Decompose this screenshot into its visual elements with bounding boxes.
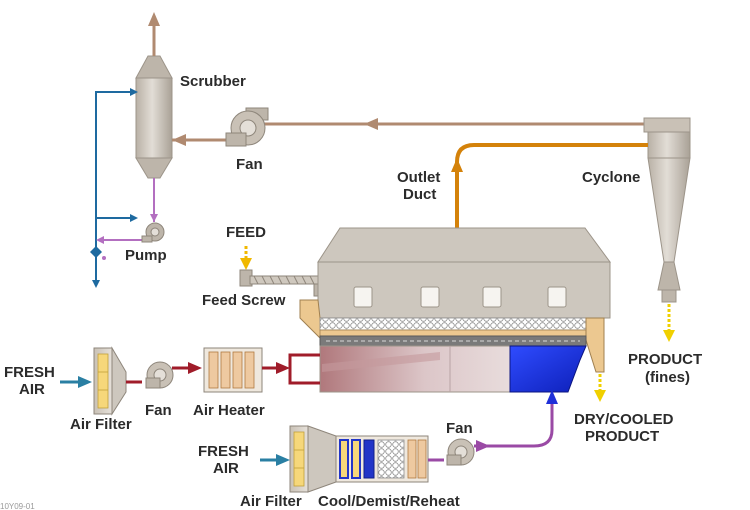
outlet-duct-label-1: Outlet: [397, 169, 440, 186]
hot-air-plenum: [319, 345, 511, 393]
fresh-air-arrow-bottom: [260, 454, 290, 466]
air-heater-label: Air Heater: [193, 402, 265, 419]
cooling-plenum: [509, 345, 587, 393]
fresh-air-left-label-1: FRESH: [4, 364, 55, 381]
fan-top-label: Fan: [236, 156, 263, 173]
exhaust-gas-line: [172, 118, 648, 146]
feed-arrow: [240, 246, 252, 270]
dry-cooled-label-1: DRY/COOLED: [574, 411, 674, 428]
outlet-duct: [451, 143, 648, 228]
fan-left-label: Fan: [145, 402, 172, 419]
air-filter-left-label: Air Filter: [70, 416, 132, 433]
dry-product-arrow: [594, 374, 606, 402]
cyclone-label: Cyclone: [582, 169, 640, 186]
fan-left-icon: [126, 361, 202, 389]
air-heater: [203, 347, 263, 393]
cooling-air-line: [474, 390, 558, 452]
pump-label: Pump: [125, 247, 167, 264]
scrubber-fan-icon: [225, 107, 269, 147]
outlet-duct-label-2: Duct: [403, 186, 436, 203]
product-bed: [319, 317, 589, 337]
fresh-air-bottom-label-1: FRESH: [198, 443, 249, 460]
cool-demist-reheat-unit: [335, 435, 429, 483]
water-recirculation-line: [92, 88, 138, 288]
air-filter-bottom-label: Air Filter: [240, 493, 302, 510]
pump-icon: [141, 222, 165, 243]
scrubber-drain-line: [90, 178, 158, 260]
fines-product-arrow: [663, 304, 675, 342]
fan-bottom-label: Fan: [446, 420, 473, 437]
dry-cooled-label-2: PRODUCT: [585, 428, 659, 445]
dryer-sight-windows: [353, 286, 567, 308]
feed-label: FEED: [226, 224, 266, 241]
fresh-air-arrow-left: [60, 376, 92, 388]
distributor-plate: [319, 335, 587, 347]
product-fines-label-2: (fines): [645, 369, 690, 386]
air-filter-left: [93, 346, 127, 416]
figure-code: 10Y09-01: [0, 502, 35, 510]
scrubber-label: Scrubber: [180, 73, 246, 90]
feed-screw-label: Feed Screw: [202, 292, 286, 309]
fresh-air-bottom-label-2: AIR: [213, 460, 239, 477]
fan-bottom-icon: [428, 438, 475, 466]
cyclone-vessel: [643, 117, 691, 303]
air-filter-bottom: [289, 425, 337, 493]
discharge-weir: [585, 317, 605, 373]
hot-air-line: [262, 353, 320, 385]
fresh-air-left-label-2: AIR: [19, 381, 45, 398]
scrubber-vessel: [135, 55, 173, 179]
feed-chute: [299, 299, 323, 342]
cool-demist-reheat-label: Cool/Demist/Reheat: [318, 493, 460, 510]
scrubber-exhaust-arrow: [148, 12, 160, 56]
product-fines-label-1: PRODUCT: [628, 351, 702, 368]
